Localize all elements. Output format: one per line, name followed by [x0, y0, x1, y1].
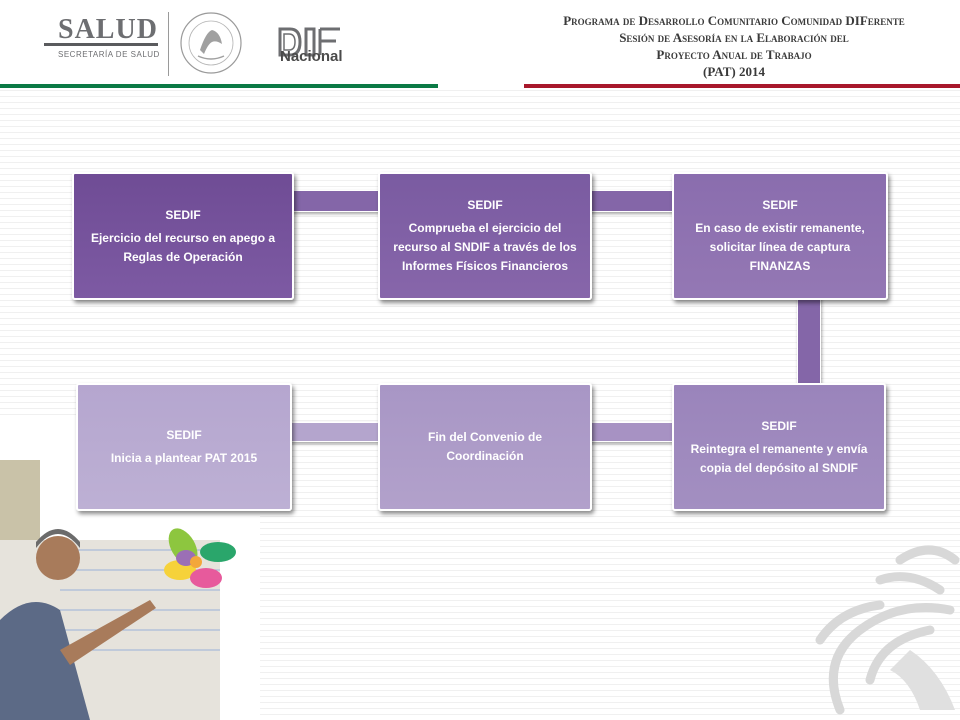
step-box-5: Fin del Convenio de Coordinación: [378, 383, 592, 511]
step-text: Ejercicio del recurso en apego a Reglas …: [90, 230, 276, 264]
step-box-6: SEDIF Inicia a plantear PAT 2015: [76, 383, 292, 511]
connector-5-6: [290, 422, 382, 442]
header: SALUD SECRETARÍA DE SALUD Nacional Progr…: [0, 0, 960, 92]
title-line: Programa de Desarrollo Comunitario Comun…: [563, 13, 905, 28]
header-rule-green: [0, 84, 438, 88]
step-text: En caso de existir remanente, solicitar …: [695, 221, 865, 273]
presentation-title: Programa de Desarrollo Comunitario Comun…: [524, 12, 944, 80]
step-heading: SEDIF: [762, 198, 798, 212]
logo-divider: [168, 12, 169, 76]
step-box-3: SEDIF En caso de existir remanente, soli…: [672, 172, 888, 300]
step-text: Fin del Convenio de Coordinación: [427, 430, 542, 463]
title-line: (PAT) 2014: [703, 64, 765, 79]
eagle-watermark-icon: [815, 545, 960, 715]
step-heading: SEDIF: [761, 418, 797, 433]
step-heading: SEDIF: [467, 198, 503, 212]
step-box-4: SEDIF Reintegra el remanente y envía cop…: [672, 383, 886, 511]
salud-wordmark: SALUD: [58, 14, 158, 45]
step-text: Comprueba el ejercicio del recurso al SN…: [393, 221, 577, 273]
title-line: Proyecto Anual de Trabajo: [656, 47, 812, 62]
salud-underline: [44, 43, 158, 46]
step-heading: SEDIF: [166, 428, 202, 442]
title-line: Sesión de Asesoría en la Elaboración del: [619, 30, 849, 45]
dif-logo: [278, 27, 340, 57]
presenter-photo: [0, 420, 260, 720]
salud-subtitle: SECRETARÍA DE SALUD: [58, 50, 160, 59]
connector-2-3: [588, 190, 676, 212]
step-heading: SEDIF: [165, 207, 201, 222]
connector-4-5: [588, 422, 676, 442]
connector-1-2: [290, 190, 382, 212]
header-rule-red: [524, 84, 960, 88]
step-text: Reintegra el remanente y envía copia del…: [690, 441, 868, 475]
step-text: Inicia a plantear PAT 2015: [110, 451, 258, 465]
step-box-2: SEDIF Comprueba el ejercicio del recurso…: [378, 172, 592, 300]
dif-nacional-label: Nacional: [280, 48, 343, 65]
connector-3-4: [797, 296, 821, 386]
national-seal-icon: [180, 12, 242, 74]
step-box-1: SEDIF Ejercicio del recurso en apego a R…: [72, 172, 294, 300]
